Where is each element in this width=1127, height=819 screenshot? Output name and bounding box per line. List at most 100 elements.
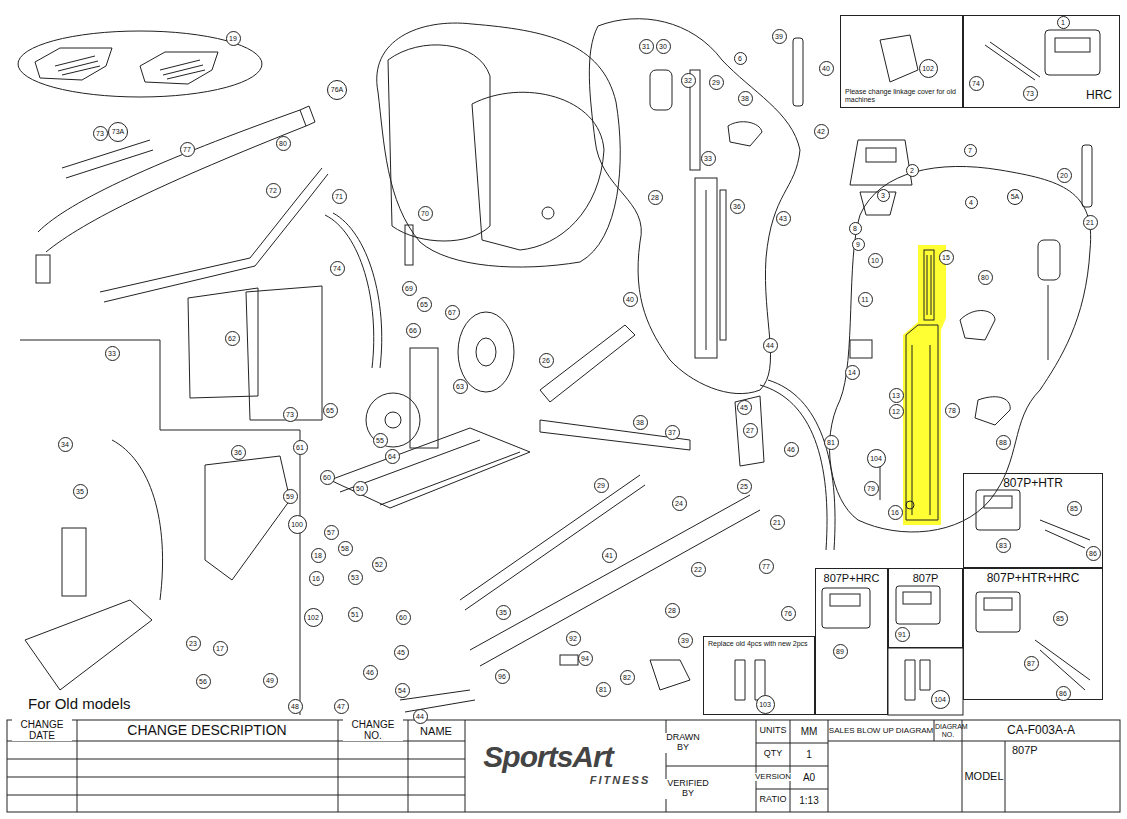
table-cell: QTY bbox=[764, 749, 783, 759]
callout-number: 36 bbox=[231, 445, 246, 460]
callout-number: 40 bbox=[623, 292, 638, 307]
callout-number: 13 bbox=[889, 388, 904, 403]
callout-number: 31 bbox=[639, 39, 654, 54]
callout-number: 44 bbox=[763, 338, 778, 353]
table-cell: VERIFIED BY bbox=[662, 779, 714, 799]
callout-number: 81 bbox=[596, 682, 611, 697]
callout-number: 102 bbox=[919, 59, 938, 78]
table-cell: CHANGE NO. bbox=[343, 719, 403, 741]
table-cell: NAME bbox=[420, 725, 452, 737]
main-frame bbox=[188, 286, 690, 508]
title-block bbox=[7, 720, 1120, 812]
callout-number: 73 bbox=[1023, 86, 1038, 101]
callout-number: 86 bbox=[1056, 686, 1071, 701]
callout-number: 30 bbox=[656, 39, 671, 54]
box-heading: Please change linkage cover for old mach… bbox=[845, 88, 958, 104]
callout-number: 36 bbox=[730, 199, 745, 214]
callout-number: 20 bbox=[1057, 168, 1072, 183]
callout-number: 27 bbox=[743, 423, 758, 438]
callout-number: 26 bbox=[539, 353, 554, 368]
callout-number: 43 bbox=[776, 211, 791, 226]
callout-number: 42 bbox=[814, 124, 829, 139]
callout-number: 23 bbox=[186, 636, 201, 651]
callout-number: 73 bbox=[93, 126, 108, 141]
inset-box: 807P+HTR bbox=[963, 473, 1103, 568]
callout-number: 16 bbox=[309, 571, 324, 586]
callout-number: 1 bbox=[1057, 16, 1070, 29]
callout-number: 96 bbox=[495, 669, 510, 684]
callout-number: 35 bbox=[73, 484, 88, 499]
box-heading: Replace old 4pcs with new 2pcs bbox=[708, 640, 810, 648]
callout-number: 74 bbox=[969, 76, 984, 91]
callout-number: 35 bbox=[496, 605, 511, 620]
inset-parts bbox=[735, 30, 1100, 715]
callout-number: 59 bbox=[283, 489, 298, 504]
callout-number: 65 bbox=[323, 403, 338, 418]
callout-number: 104 bbox=[867, 449, 886, 468]
callout-number: 51 bbox=[348, 607, 363, 622]
callout-number: 52 bbox=[372, 557, 387, 572]
callout-number: 70 bbox=[418, 206, 433, 221]
callout-number: 8 bbox=[849, 222, 862, 235]
box-heading: HRC bbox=[1085, 89, 1113, 103]
callout-number: 2 bbox=[906, 164, 919, 177]
linkages bbox=[400, 380, 835, 712]
callout-number: 54 bbox=[395, 683, 410, 698]
table-cell: SALES BLOW UP DIAGRAM bbox=[829, 727, 933, 736]
table-cell: MODEL bbox=[964, 770, 1003, 782]
callout-number: 74 bbox=[330, 261, 345, 276]
callout-number: 62 bbox=[225, 331, 240, 346]
callout-number: 80 bbox=[276, 136, 291, 151]
highlight bbox=[903, 245, 946, 525]
box-heading: 807P bbox=[891, 572, 960, 585]
table-cell: CHANGE DESCRIPTION bbox=[127, 723, 286, 738]
table-cell: A0 bbox=[803, 772, 815, 783]
inset-box: 807P+HTR+HRC bbox=[963, 568, 1103, 700]
callout-number: 5A bbox=[1007, 189, 1023, 205]
callout-number: 28 bbox=[665, 603, 680, 618]
callout-number: 78 bbox=[945, 403, 960, 418]
inset-box: Please change linkage cover for old mach… bbox=[840, 15, 963, 108]
callout-number: 60 bbox=[396, 610, 411, 625]
shroud-covers bbox=[377, 23, 620, 267]
callout-number: 79 bbox=[864, 481, 879, 496]
callout-number: 56 bbox=[196, 674, 211, 689]
pedal-arm bbox=[36, 106, 413, 368]
callout-number: 21 bbox=[770, 515, 785, 530]
table-cell: VERSION bbox=[755, 773, 791, 782]
table-cell: CA-F003A-A bbox=[1007, 724, 1075, 737]
callout-number: 3 bbox=[877, 189, 890, 202]
callout-number: 69 bbox=[402, 281, 417, 296]
callout-number: 37 bbox=[665, 425, 680, 440]
callout-number: 85 bbox=[1053, 611, 1068, 626]
callout-number: 73A bbox=[108, 122, 128, 142]
callout-number: 103 bbox=[756, 695, 775, 714]
callout-number: 50 bbox=[353, 481, 368, 496]
callout-number: 39 bbox=[772, 29, 787, 44]
callout-number: 29 bbox=[709, 75, 724, 90]
callout-number: 39 bbox=[678, 633, 693, 648]
callout-number: 34 bbox=[58, 437, 73, 452]
callout-number: 89 bbox=[833, 644, 848, 659]
callout-number: 49 bbox=[263, 673, 278, 688]
callout-number: 18 bbox=[311, 548, 326, 563]
callout-number: 53 bbox=[348, 570, 363, 585]
callout-number: 15 bbox=[939, 250, 954, 265]
brand-logo: SportsArt bbox=[483, 740, 612, 773]
callout-number: 83 bbox=[996, 538, 1011, 553]
callout-number: 38 bbox=[633, 415, 648, 430]
callout-number: 25 bbox=[737, 479, 752, 494]
callout-number: 82 bbox=[620, 670, 635, 685]
callout-number: 85 bbox=[1067, 501, 1082, 516]
callout-number: 92 bbox=[566, 631, 581, 646]
table-cell: 1 bbox=[806, 749, 812, 760]
callout-number: 77 bbox=[759, 559, 774, 574]
callout-number: 48 bbox=[288, 699, 303, 714]
callout-number: 76A bbox=[327, 80, 347, 100]
callout-number: 76 bbox=[781, 606, 796, 621]
callout-number: 45 bbox=[737, 400, 752, 415]
table-cell: 1:13 bbox=[799, 795, 818, 806]
table-cell: UNITS bbox=[760, 726, 787, 736]
callout-number: 33 bbox=[701, 151, 716, 166]
box-heading: 807P+HTR bbox=[966, 477, 1100, 491]
